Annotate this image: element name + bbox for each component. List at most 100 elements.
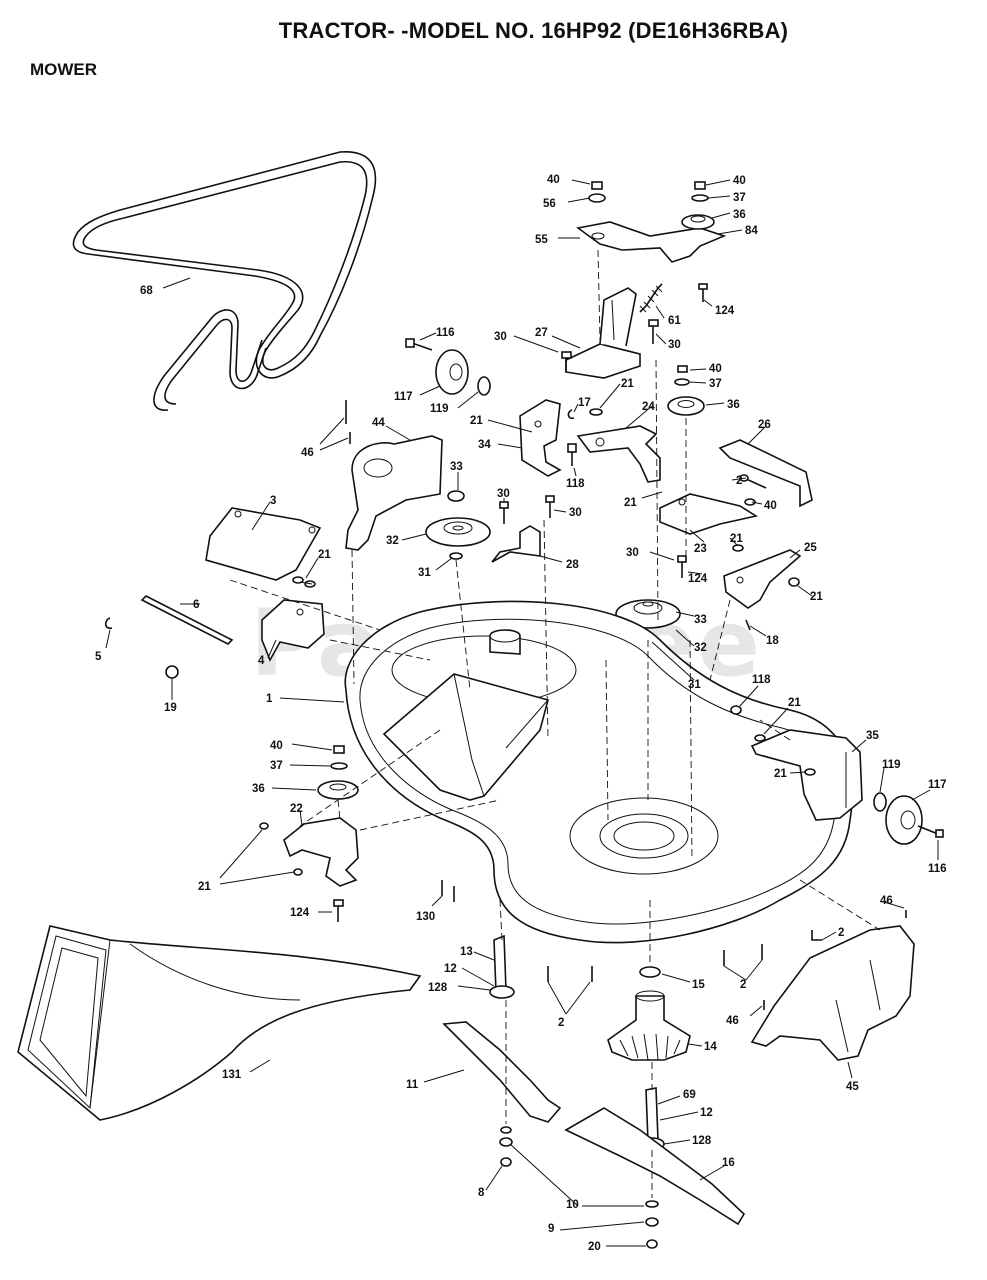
callout-label: 36 xyxy=(727,399,740,411)
callout-label: 124 xyxy=(715,305,735,317)
callout-label: 131 xyxy=(222,1069,242,1081)
callout-label: 12 xyxy=(444,963,457,975)
nut-40-top-right[interactable] xyxy=(691,181,709,202)
bolt-30-left-a[interactable] xyxy=(499,501,509,524)
rod-6[interactable] xyxy=(140,595,234,645)
nut-40-right[interactable] xyxy=(744,498,756,506)
bolt-124-top[interactable] xyxy=(698,283,708,302)
callout-label: 14 xyxy=(704,1041,717,1053)
bracket-3[interactable] xyxy=(205,507,322,581)
bolt-30-right-bracket27[interactable] xyxy=(648,319,659,344)
pin-18[interactable] xyxy=(745,619,751,631)
washer-21-right-a[interactable] xyxy=(732,544,744,552)
callout-label: 20 xyxy=(588,1241,601,1253)
gauge-wheel-117-upper[interactable] xyxy=(435,349,469,395)
bolt-124-center-right[interactable] xyxy=(677,555,687,578)
plate-23[interactable] xyxy=(659,493,759,535)
bracket-25[interactable] xyxy=(723,549,802,609)
gauge-wheel-117-right[interactable] xyxy=(885,795,923,845)
nut-40-middle[interactable] xyxy=(674,365,690,386)
bolt-124-lower-left[interactable] xyxy=(333,899,344,922)
section-heading: MOWER xyxy=(30,60,98,79)
bolts-2-center[interactable] xyxy=(547,966,593,982)
callout-label: 10 xyxy=(566,1199,579,1211)
bolt-116-upper[interactable] xyxy=(405,338,433,351)
callout-label: 46 xyxy=(726,1015,739,1027)
mower-deck-housing[interactable] xyxy=(344,600,854,944)
callout-label: 119 xyxy=(430,403,449,415)
nut-19[interactable] xyxy=(165,665,179,679)
callout-label: 116 xyxy=(928,863,947,875)
belt-cover-44[interactable] xyxy=(345,435,443,551)
callout-label: 23 xyxy=(694,543,707,555)
clip-5[interactable] xyxy=(104,617,113,630)
pin-46-upper[interactable] xyxy=(345,400,351,444)
spring-61[interactable] xyxy=(639,283,663,313)
callout-label: 40 xyxy=(709,363,722,375)
bolts-2-right[interactable] xyxy=(723,930,822,966)
nut-40-left-lower[interactable] xyxy=(330,745,348,770)
clip-17[interactable] xyxy=(567,409,575,420)
rod-26[interactable] xyxy=(718,439,813,508)
bolt-118-center[interactable] xyxy=(567,443,577,466)
discharge-chute-131[interactable] xyxy=(17,925,422,1121)
callout-label: 19 xyxy=(164,702,177,714)
bracket-4[interactable] xyxy=(261,599,325,662)
bolts-130[interactable] xyxy=(441,880,455,902)
washer-119-right[interactable] xyxy=(873,792,887,812)
pulley-32-left[interactable] xyxy=(425,517,491,547)
nut-33-left[interactable] xyxy=(447,490,465,502)
callout-label: 124 xyxy=(688,573,708,585)
spindle-housing-14[interactable] xyxy=(607,990,691,1061)
bolt-118-right[interactable] xyxy=(730,705,742,715)
bearing-12-128-left[interactable] xyxy=(489,985,515,999)
bracket-22[interactable] xyxy=(283,817,359,887)
callout-label: 117 xyxy=(394,391,413,403)
callout-label: 4 xyxy=(258,655,265,667)
washers-8-10-left[interactable] xyxy=(499,1126,513,1167)
deflector-45[interactable] xyxy=(750,925,915,1061)
callout-label: 37 xyxy=(270,760,283,772)
spindle-shaft-69[interactable] xyxy=(645,1087,659,1143)
washer-31-left[interactable] xyxy=(449,552,463,560)
washer-119-upper[interactable] xyxy=(477,376,491,396)
bolt-30-bracket27[interactable] xyxy=(561,351,572,372)
callout-label: 46 xyxy=(880,895,893,907)
callout-label: 44 xyxy=(372,417,385,429)
idler-arm-bracket[interactable] xyxy=(576,221,727,263)
bolt-2-upper-right[interactable] xyxy=(739,474,767,489)
washer-21-center[interactable] xyxy=(589,408,603,416)
spacer-15[interactable] xyxy=(639,966,661,978)
callout-label: 17 xyxy=(578,397,591,409)
callout-label: 21 xyxy=(624,497,637,509)
pin-46-right[interactable] xyxy=(763,910,907,1010)
bracket-24[interactable] xyxy=(576,425,661,483)
bracket-34[interactable] xyxy=(519,399,562,477)
callout-label: 33 xyxy=(694,614,707,626)
callout-label: 30 xyxy=(569,507,582,519)
drive-belt[interactable] xyxy=(72,151,377,411)
pulley-36-left-lower[interactable] xyxy=(317,780,359,800)
bracket-28[interactable] xyxy=(491,525,541,563)
callout-label: 84 xyxy=(745,225,758,237)
pulley-36-middle[interactable] xyxy=(667,396,705,416)
blade-16[interactable] xyxy=(564,1107,746,1226)
washer-21-bracket3[interactable] xyxy=(292,576,316,588)
bolt-116-right[interactable] xyxy=(917,825,944,838)
washer-21-right-b[interactable] xyxy=(788,577,800,587)
callout-label: 2 xyxy=(736,475,742,487)
nut-40-top-left[interactable] xyxy=(588,181,606,203)
callout-label: 21 xyxy=(774,768,787,780)
callout-label: 8 xyxy=(478,1187,485,1199)
callout-label: 31 xyxy=(418,567,431,579)
callout-label: 116 xyxy=(436,327,455,339)
bracket-27[interactable] xyxy=(565,287,641,379)
pulley-36-top[interactable] xyxy=(681,214,715,230)
washers-9-20-right[interactable] xyxy=(645,1200,659,1249)
callout-label: 2 xyxy=(838,927,844,939)
spindle-shaft-13[interactable] xyxy=(493,934,507,993)
bolt-30-left-b[interactable] xyxy=(545,495,555,518)
blade-11[interactable] xyxy=(442,1021,562,1123)
callout-label: 36 xyxy=(252,783,265,795)
callout-label: 13 xyxy=(460,946,473,958)
